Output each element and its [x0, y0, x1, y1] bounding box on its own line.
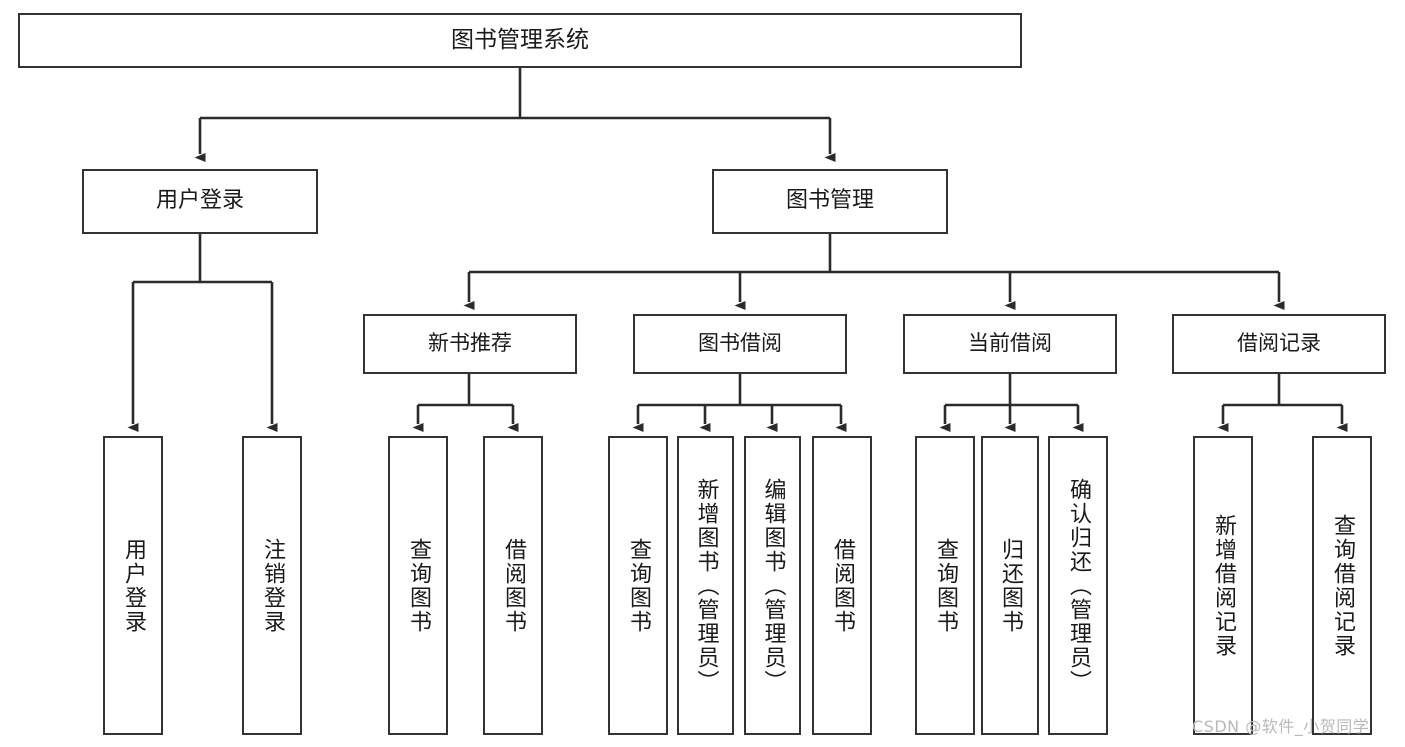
- node-borrow-record-label: 借阅记录: [1237, 331, 1321, 356]
- node-leaf-query-book-3-label: 查询图书: [933, 537, 958, 634]
- node-leaf-query-record-label: 查询借阅记录: [1330, 513, 1355, 658]
- node-leaf-user-login[interactable]: 用户登录: [103, 436, 163, 735]
- node-leaf-user-login-label: 用户登录: [121, 537, 146, 634]
- node-leaf-query-book-1[interactable]: 查询图书: [388, 436, 448, 735]
- node-leaf-query-book-2-label: 查询图书: [626, 537, 651, 634]
- node-leaf-edit-book[interactable]: 编辑图书（管理员）: [744, 436, 801, 735]
- node-current-borrow[interactable]: 当前借阅: [903, 314, 1117, 374]
- node-leaf-add-record[interactable]: 新增借阅记录: [1193, 436, 1253, 735]
- node-leaf-borrow-book-2[interactable]: 借阅图书: [812, 436, 872, 735]
- node-leaf-user-logout[interactable]: 注销登录: [242, 436, 302, 735]
- node-leaf-add-record-label: 新增借阅记录: [1211, 513, 1236, 658]
- node-leaf-query-record[interactable]: 查询借阅记录: [1312, 436, 1372, 735]
- node-new-book-recommend[interactable]: 新书推荐: [363, 314, 577, 374]
- node-user-login-label: 用户登录: [155, 188, 244, 214]
- node-user-login[interactable]: 用户登录: [82, 169, 318, 234]
- node-leaf-user-logout-label: 注销登录: [260, 537, 285, 634]
- node-leaf-borrow-book-1[interactable]: 借阅图书: [483, 436, 543, 735]
- watermark: CSDN @软件_小贺同学: [1192, 717, 1370, 736]
- node-book-borrow[interactable]: 图书借阅: [633, 314, 847, 374]
- node-leaf-query-book-2[interactable]: 查询图书: [608, 436, 668, 735]
- node-leaf-confirm-return[interactable]: 确认归还（管理员）: [1048, 436, 1108, 735]
- node-root[interactable]: 图书管理系统: [18, 13, 1022, 68]
- node-root-label: 图书管理系统: [451, 26, 589, 53]
- node-leaf-return-book-label: 归还图书: [998, 537, 1023, 634]
- node-book-manage[interactable]: 图书管理: [712, 169, 948, 234]
- node-leaf-return-book[interactable]: 归还图书: [981, 436, 1039, 735]
- node-leaf-query-book-1-label: 查询图书: [406, 537, 431, 634]
- node-leaf-confirm-return-label: 确认归还（管理员）: [1066, 477, 1091, 694]
- node-book-borrow-label: 图书借阅: [698, 331, 782, 356]
- node-borrow-record[interactable]: 借阅记录: [1172, 314, 1386, 374]
- node-leaf-add-book[interactable]: 新增图书（管理员）: [677, 436, 734, 735]
- node-leaf-add-book-label: 新增图书（管理员）: [693, 477, 719, 694]
- node-leaf-borrow-book-1-label: 借阅图书: [501, 537, 526, 634]
- node-leaf-query-book-3[interactable]: 查询图书: [915, 436, 975, 735]
- node-leaf-borrow-book-2-label: 借阅图书: [830, 537, 855, 634]
- node-new-book-recommend-label: 新书推荐: [428, 331, 512, 356]
- node-leaf-edit-book-label: 编辑图书（管理员）: [760, 477, 786, 694]
- node-book-manage-label: 图书管理: [785, 188, 874, 214]
- node-current-borrow-label: 当前借阅: [968, 331, 1052, 356]
